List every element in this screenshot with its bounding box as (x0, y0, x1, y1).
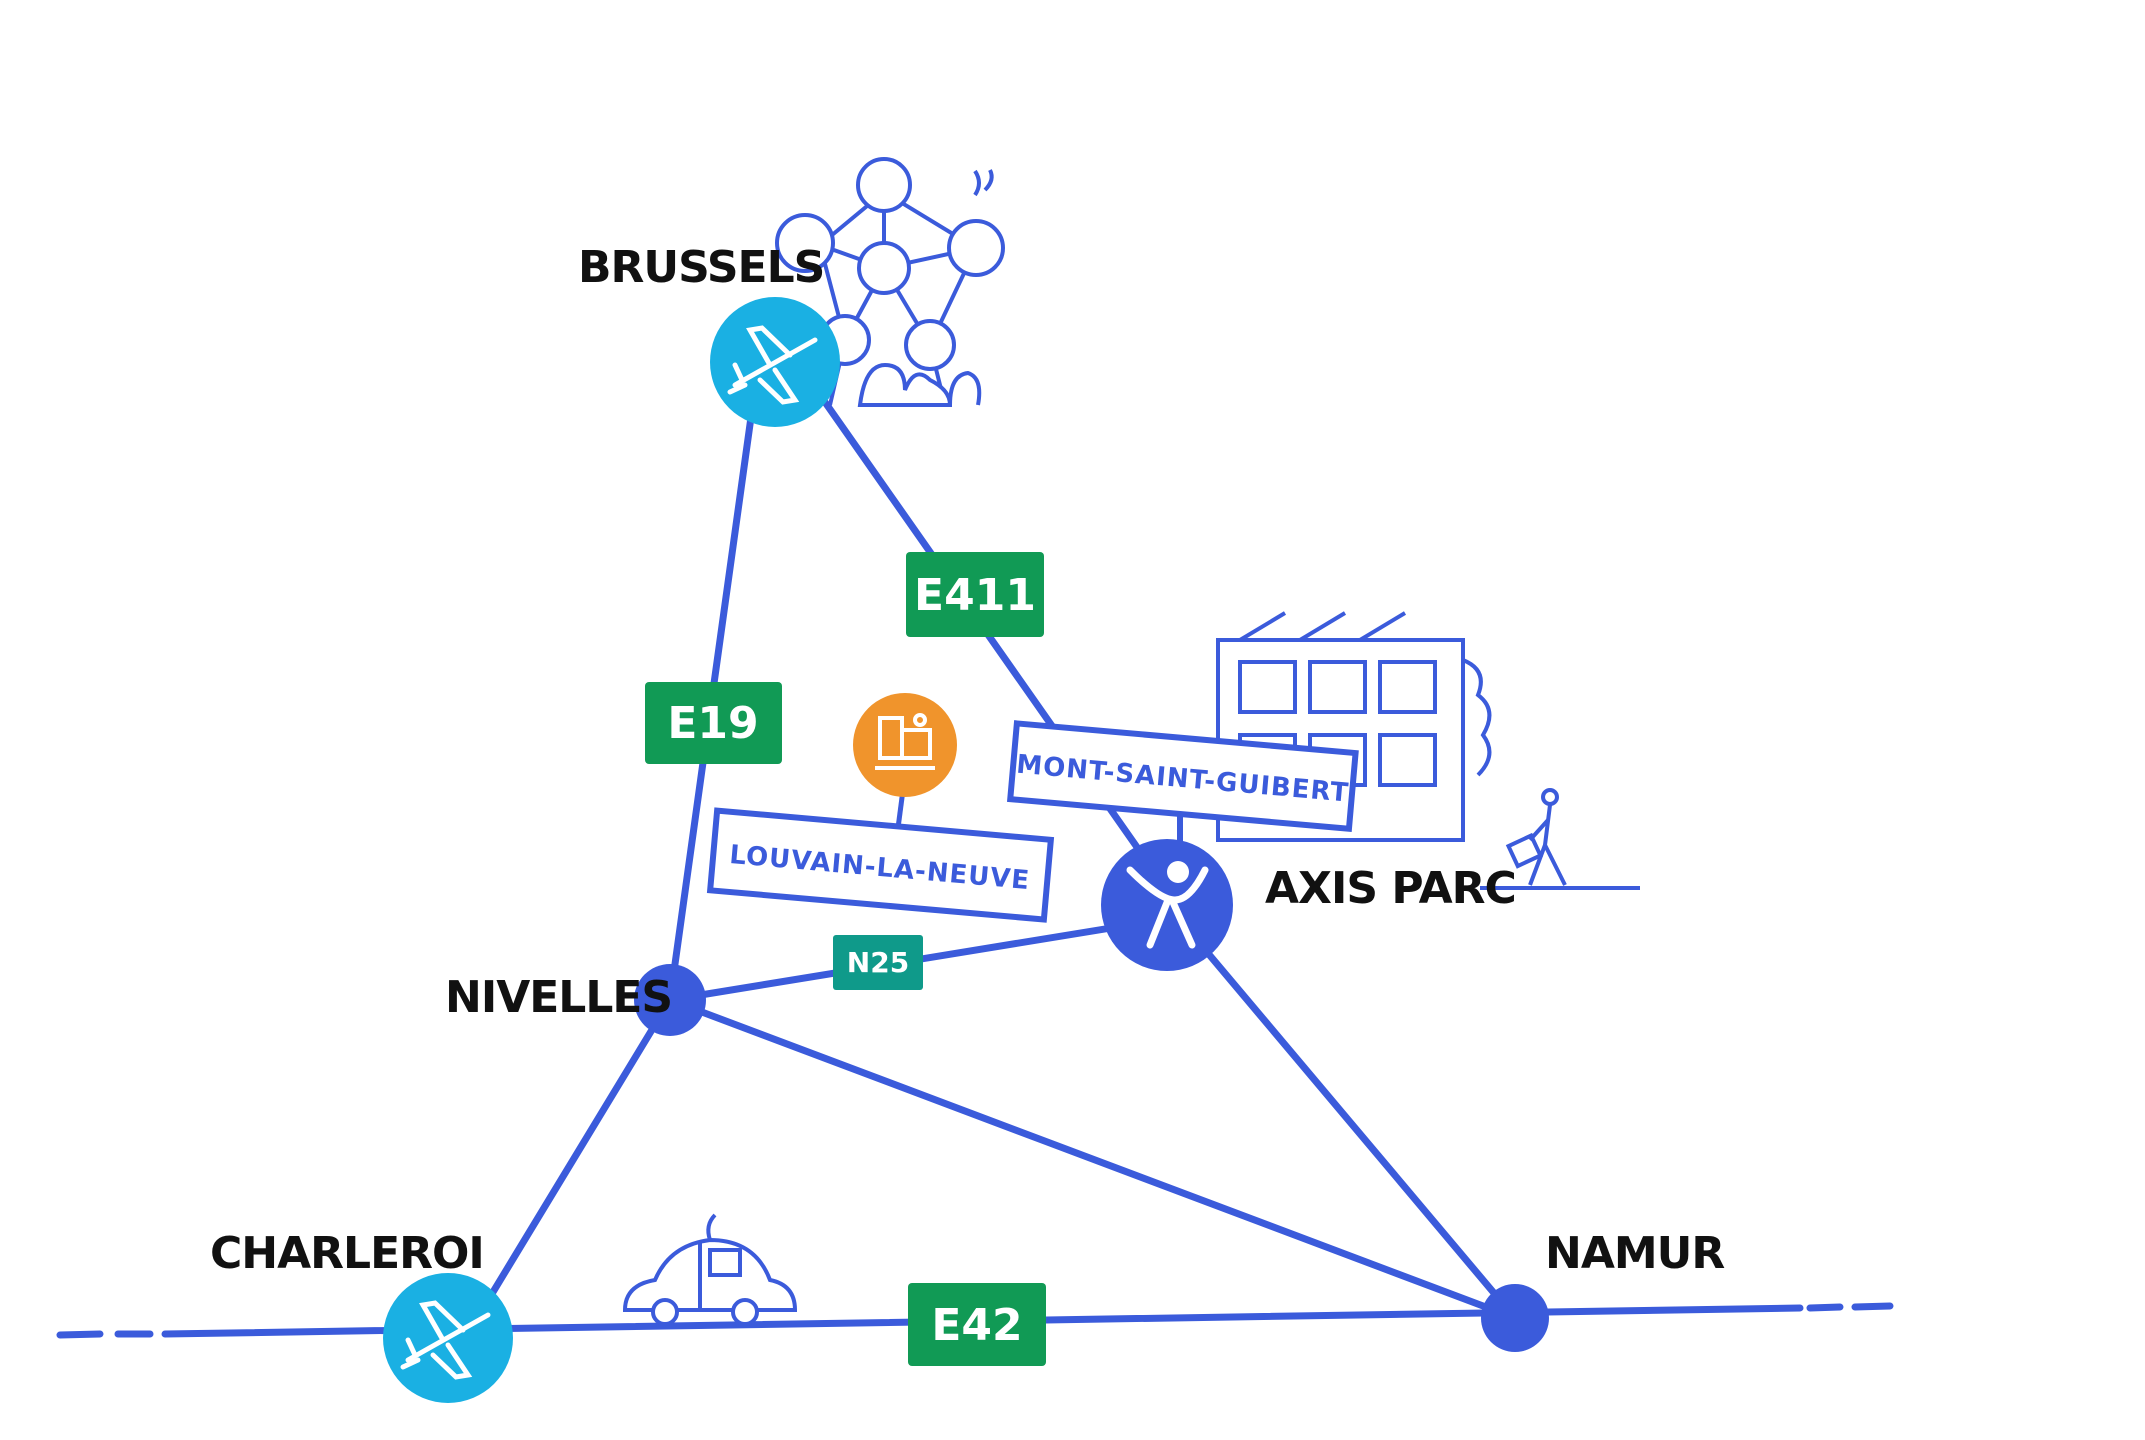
person-logo-icon (1126, 861, 1209, 949)
nivelles-dot[interactable] (634, 964, 706, 1036)
sign-e42: E42 (908, 1283, 1046, 1366)
atomium-icon (775, 157, 1005, 407)
car-icon (622, 1213, 798, 1326)
road-nivelles-charleroi (466, 996, 674, 1334)
sign-n25-label: N25 (847, 946, 909, 979)
road-e42-east-dash-2 (1851, 1302, 1894, 1311)
road-nivelles-namur (666, 996, 1519, 1322)
axis-parc-label: AXIS PARC (1265, 863, 1516, 914)
charleroi-label: CHARLEROI (210, 1228, 484, 1279)
sign-e19: E19 (645, 682, 782, 764)
namur-dot[interactable] (1481, 1284, 1549, 1352)
charleroi-airport-marker[interactable] (383, 1273, 513, 1403)
sign-n25: N25 (833, 935, 923, 990)
airplane-icon (400, 1300, 491, 1380)
louvain-la-neuve-board[interactable]: LOUVAIN-LA-NEUVE (706, 807, 1055, 923)
road-e42-east-dash-1 (1806, 1303, 1844, 1312)
train-icon (875, 713, 935, 770)
brussels-label: BRUSSELS (578, 242, 824, 293)
train-station-marker[interactable] (853, 693, 957, 829)
sign-e411: E411 (906, 552, 1044, 637)
sign-e411-label: E411 (914, 570, 1036, 621)
axis-parc-marker[interactable] (1101, 810, 1233, 971)
sign-e19-label: E19 (667, 698, 758, 749)
sign-e42-label: E42 (931, 1300, 1022, 1351)
road-e42-west-dash-1 (56, 1330, 104, 1339)
road-axisparc-namur (1176, 916, 1519, 1322)
brussels-airport-marker[interactable] (710, 297, 840, 427)
namur-label: NAMUR (1545, 1228, 1724, 1279)
airplane-icon (727, 325, 818, 405)
mont-saint-guibert-board[interactable]: MONT-SAINT-GUIBERT (1006, 720, 1359, 833)
nivelles-label: NIVELLES (445, 972, 672, 1023)
walking-person-icon (1480, 788, 1640, 890)
